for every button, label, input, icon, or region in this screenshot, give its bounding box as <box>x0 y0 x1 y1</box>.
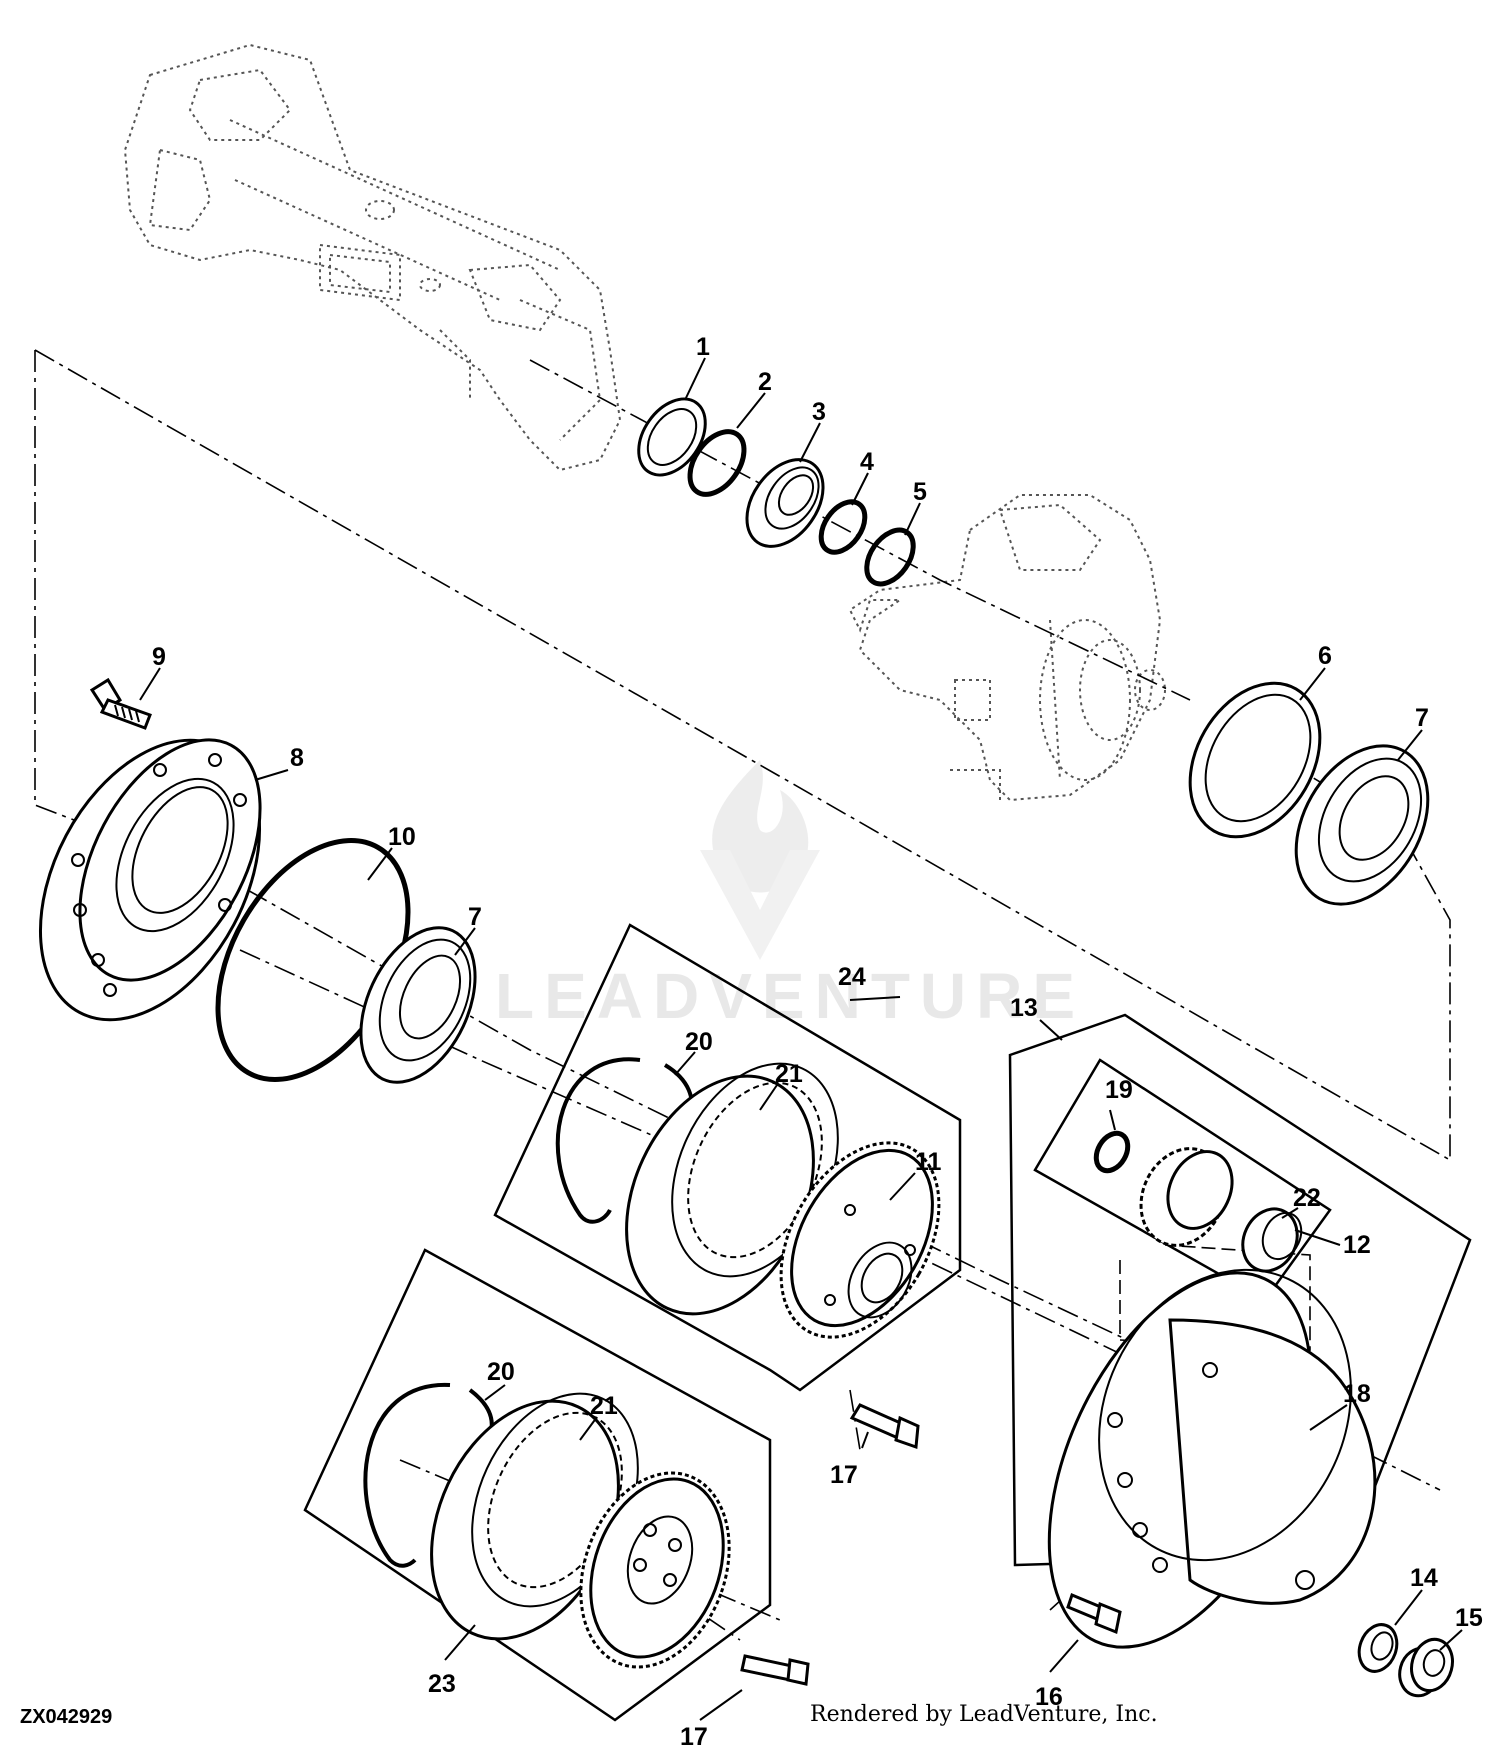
part-8-flange <box>38 738 262 1022</box>
callout-7-right: 7 <box>1415 704 1429 732</box>
callout-18: 18 <box>1343 1380 1371 1408</box>
watermark-text: LEADVENTURE <box>495 960 1085 1032</box>
part-2-snap-ring <box>687 429 747 497</box>
axle-housing-ghost <box>123 43 622 472</box>
watermark: LEADVENTURE <box>495 760 1085 1032</box>
callout-1: 1 <box>696 333 710 361</box>
callout-3: 3 <box>812 398 826 426</box>
callout-14: 14 <box>1410 1564 1438 1592</box>
part-sun-gear <box>1139 1147 1234 1247</box>
callout-5: 5 <box>913 478 927 506</box>
callout-20-upper: 20 <box>685 1028 713 1056</box>
callout-11: 11 <box>915 1148 942 1176</box>
leader-lines <box>139 357 1463 1721</box>
callout-15: 15 <box>1455 1604 1483 1632</box>
part-19-snap-ring <box>1093 1130 1131 1174</box>
part-3-bearing <box>745 458 825 548</box>
callout-17-lower: 17 <box>680 1723 708 1751</box>
part-7-bearing-right <box>1294 744 1430 906</box>
callout-21-upper: 21 <box>775 1060 803 1088</box>
group-box-23 <box>303 1248 772 1722</box>
group-box-24 <box>493 923 962 1392</box>
callout-13: 13 <box>1010 994 1038 1022</box>
callout-9: 9 <box>152 643 166 671</box>
part-11-planet-carrier <box>779 1141 941 1339</box>
callout-4: 4 <box>860 448 874 476</box>
callout-24: 24 <box>838 963 866 991</box>
part-1-seal <box>637 397 707 477</box>
part-6-seal <box>1188 681 1322 839</box>
callout-21-lower: 21 <box>590 1392 618 1420</box>
steering-knuckle-ghost <box>848 494 1166 802</box>
part-4-ring <box>818 499 868 555</box>
render-credit: Rendered by LeadVenture, Inc. <box>810 1702 1158 1727</box>
callout-8: 8 <box>290 744 304 772</box>
part-14-washer <box>1357 1623 1399 1673</box>
part-7-bearing-left <box>359 926 477 1084</box>
part-17-bolt-lower <box>740 1654 810 1686</box>
callout-12: 12 <box>1343 1231 1371 1259</box>
callout-23: 23 <box>428 1670 456 1698</box>
callout-7-left: 7 <box>468 903 482 931</box>
part-9-bolt <box>89 677 152 730</box>
part-22-bushing <box>1241 1207 1303 1273</box>
part-18-hub <box>1047 1268 1377 1649</box>
figure-id: ZX042929 <box>20 1706 113 1728</box>
callout-22: 22 <box>1293 1184 1321 1212</box>
callout-17-upper: 17 <box>830 1461 858 1489</box>
callout-20-lower: 20 <box>487 1358 515 1386</box>
part-planet-gear-lower <box>579 1471 731 1669</box>
callout-6: 6 <box>1318 642 1332 670</box>
part-5-snap-ring <box>864 527 916 587</box>
callout-2: 2 <box>758 368 772 396</box>
callout-19: 19 <box>1105 1076 1133 1104</box>
callout-10: 10 <box>388 823 416 851</box>
callouts: 1 2 3 4 5 6 7 9 8 10 7 24 13 20 21 11 19… <box>152 333 1483 1751</box>
part-15-plug <box>1398 1637 1454 1698</box>
group-box-12 <box>1033 1058 1332 1302</box>
part-16-screw <box>1066 1592 1122 1635</box>
callout-16: 16 <box>1035 1683 1063 1711</box>
part-17-bolt-upper <box>849 1403 920 1450</box>
